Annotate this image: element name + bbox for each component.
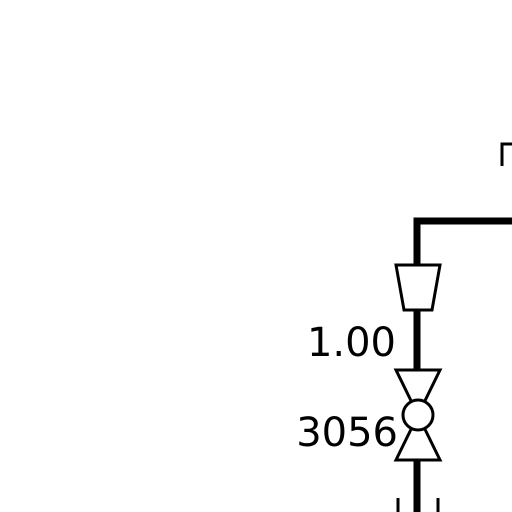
size-label: 1.00 xyxy=(307,320,396,366)
pipe-line-top xyxy=(413,217,512,264)
valve-upper-triangle xyxy=(393,368,443,419)
valve-actuator-circle xyxy=(401,398,435,432)
valve-lower-triangle xyxy=(393,411,443,462)
reducer-symbol xyxy=(394,263,442,312)
tag-label: 3056 xyxy=(296,410,398,456)
partial-bracket-symbol xyxy=(500,142,512,166)
